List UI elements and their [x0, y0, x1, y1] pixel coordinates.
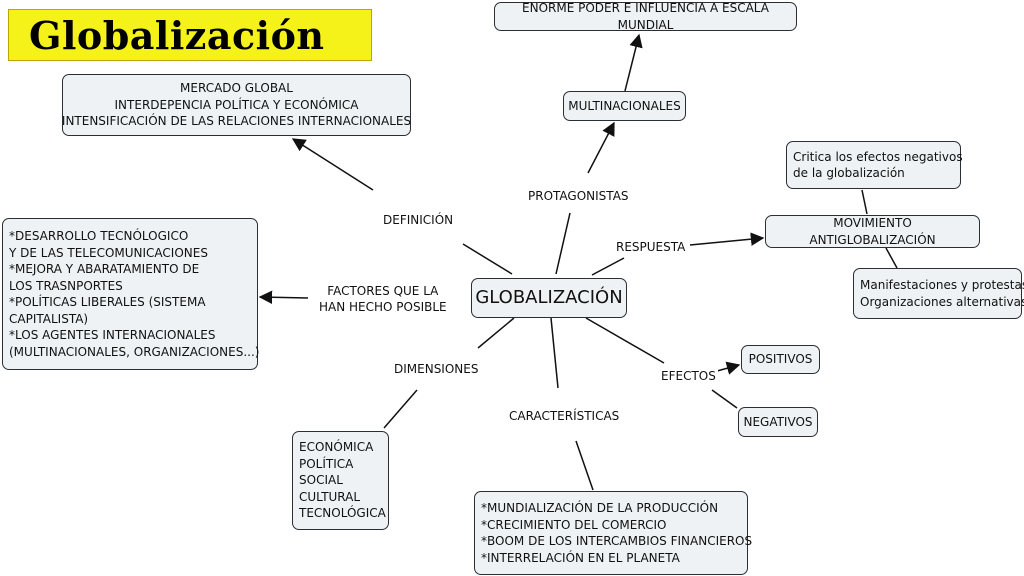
label-protagonistas: PROTAGONISTAS — [526, 188, 631, 204]
label-factores-line-1: FACTORES QUE LA — [327, 284, 439, 298]
label-respuesta: RESPUESTA — [614, 239, 688, 255]
edge-factores-box — [258, 290, 309, 305]
dimensiones-line-5: TECNOLÓGICA — [299, 506, 386, 521]
edge-multinacionales-poder — [624, 33, 643, 92]
caracteristicas-line-3: *BOOM DE LOS INTERCAMBIOS FINANCIEROS — [481, 534, 753, 548]
edge-center-caracteristicas — [550, 317, 559, 389]
page-title: Globalización — [8, 9, 372, 61]
caracteristicas-line-1: *MUNDIALIZACIÓN DE LA PRODUCCIÓN — [481, 501, 719, 515]
edge-efectos-negativos — [711, 389, 738, 409]
label-definicion: DEFINICIÓN — [381, 212, 456, 228]
manifestaciones-line-2: Organizaciones alternativas — [860, 294, 1024, 309]
caracteristicas-line-2: *CRECIMIENTO DEL COMERCIO — [481, 517, 667, 532]
factores-line-5: *POLÍTICAS LIBERALES (SISTEMA — [9, 295, 206, 309]
edge-movimiento-manifestaciones — [885, 247, 898, 269]
central-node: GLOBALIZACIÓN — [471, 278, 627, 318]
dimensiones-line-3: SOCIAL — [299, 473, 343, 488]
definicion-line-3: INTENSIFICACIÓN DE LAS RELACIONES INTERN… — [61, 114, 412, 129]
dimensiones-line-1: ECONÓMICA — [299, 440, 374, 455]
critica-line-2: de la globalización — [793, 166, 905, 180]
negativos-box: NEGATIVOS — [738, 407, 818, 437]
factores-line-4: LOS TRASNPORTES — [9, 278, 123, 293]
movimiento-box: MOVIMIENTO ANTIGLOBALIZACIÓN — [765, 215, 980, 248]
label-efectos: EFECTOS — [659, 368, 718, 384]
dimensiones-box: ECONÓMICA POLÍTICA SOCIAL CULTURAL TECNO… — [292, 431, 389, 530]
definicion-line-1: MERCADO GLOBAL — [180, 81, 293, 96]
critica-box: Critica los efectos negativos de la glob… — [786, 141, 963, 189]
positivos-box: POSITIVOS — [741, 345, 820, 374]
edge-center-definicion — [462, 243, 513, 275]
edge-definicion-box — [291, 138, 374, 191]
factores-line-6: CAPITALISTA) — [9, 311, 89, 326]
edge-center-dimensiones — [477, 317, 515, 349]
dimensiones-line-2: POLÍTICA — [299, 456, 354, 471]
edge-protagonistas-multinacionales — [587, 121, 615, 174]
caracteristicas-box: *MUNDIALIZACIÓN DE LA PRODUCCIÓN *CRECIM… — [474, 491, 753, 575]
label-dimensiones: DIMENSIONES — [392, 361, 481, 377]
critica-line-1: Critica los efectos negativos — [793, 149, 963, 164]
dimensiones-line-4: CULTURAL — [299, 489, 361, 504]
poder-box: ENORME PODER E INFLUENCIA A ESCALA MUNDI… — [494, 1, 797, 32]
edge-respuesta-movimiento — [689, 232, 765, 246]
multinacionales-box: MULTINACIONALES — [563, 91, 686, 121]
label-caracteristicas: CARACTERÍSTICAS — [507, 408, 622, 424]
edge-dimensiones-box — [383, 389, 418, 429]
label-factores: FACTORES QUE LA HAN HECHO POSIBLE — [317, 283, 449, 315]
edge-efectos-positivos — [716, 361, 741, 375]
factores-line-1: *DESARROLLO TECNÓLOGICO — [9, 229, 189, 243]
factores-line-8: (MULTINACIONALES, ORGANIZACIONES...) — [9, 344, 260, 359]
edge-center-respuesta — [591, 257, 625, 276]
definicion-line-2: INTERDEPENCIA POLÍTICA Y ECONÓMICA — [114, 97, 359, 112]
manifestaciones-box: Manifestaciones y protestas Organizacion… — [853, 268, 1024, 319]
factores-line-3: *MEJORA Y ABARATAMIENTO DE — [9, 262, 200, 276]
label-factores-line-2: HAN HECHO POSIBLE — [319, 300, 447, 314]
factores-line-2: Y DE LAS TELECOMUNICACIONES — [9, 245, 208, 260]
manifestaciones-line-1: Manifestaciones y protestas — [860, 278, 1024, 292]
factores-box: *DESARROLLO TECNÓLOGICO Y DE LAS TELECOM… — [2, 218, 260, 370]
edge-center-efectos — [585, 317, 665, 364]
edge-center-protagonistas — [555, 212, 571, 275]
factores-line-7: *LOS AGENTES INTERNACIONALES — [9, 328, 216, 342]
caracteristicas-line-4: *INTERRELACIÓN EN EL PLANETA — [481, 550, 680, 565]
definicion-box: MERCADO GLOBAL INTERDEPENCIA POLÍTICA Y … — [62, 74, 411, 136]
edge-critica-movimiento — [861, 189, 868, 215]
edge-caracteristicas-box — [575, 440, 594, 491]
